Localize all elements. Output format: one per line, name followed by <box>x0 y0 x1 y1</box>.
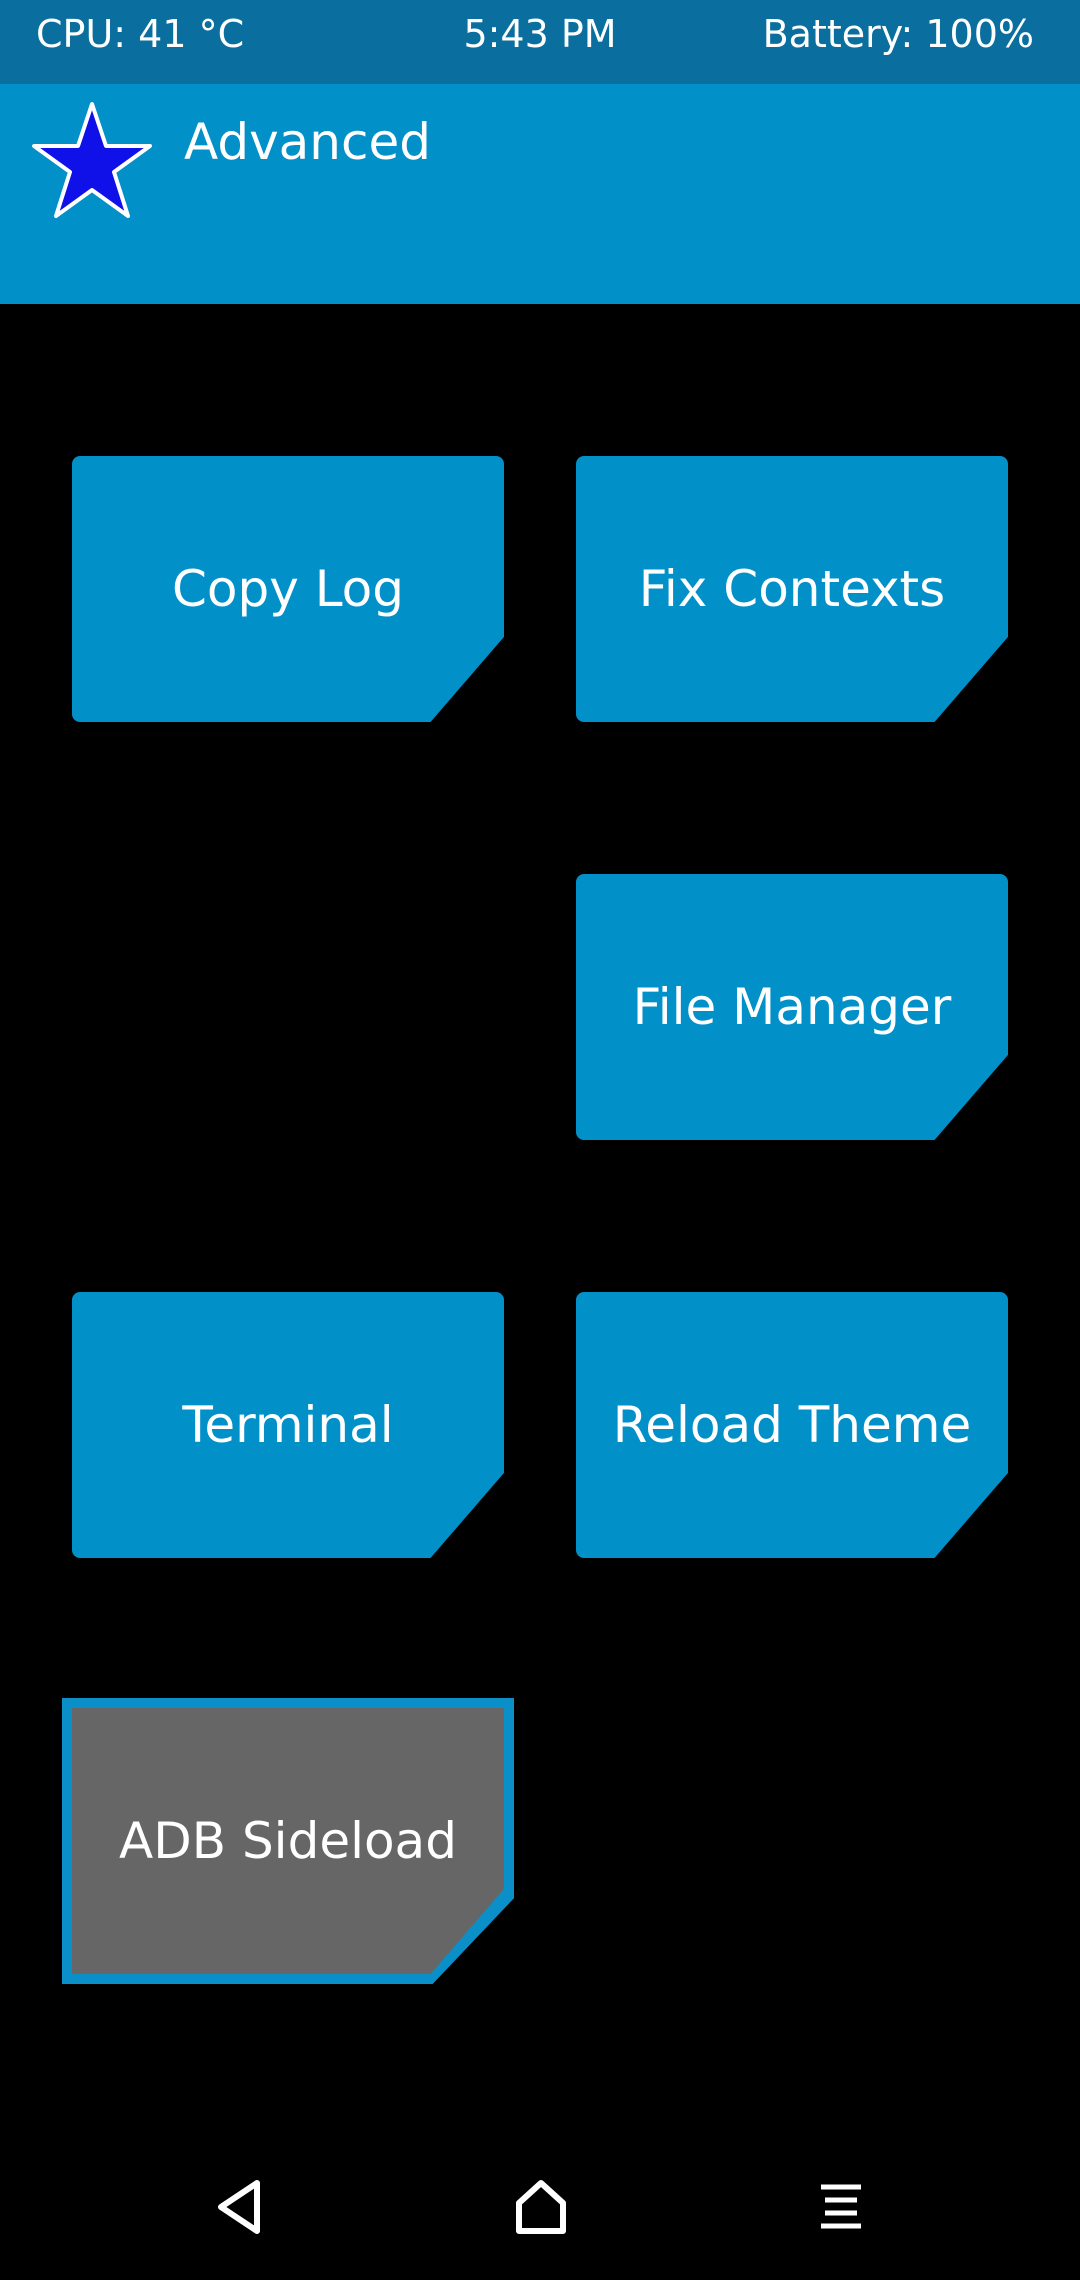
page-title: Advanced <box>184 113 431 171</box>
star-icon[interactable] <box>30 98 154 222</box>
page-header: Advanced <box>0 84 1080 304</box>
clock: 5:43 PM <box>463 12 617 56</box>
back-triangle-icon[interactable] <box>196 2162 286 2252</box>
home-icon[interactable] <box>496 2162 586 2252</box>
fix-contexts-button[interactable]: Fix Contexts <box>576 456 1008 722</box>
reload-theme-button[interactable]: Reload Theme <box>576 1292 1008 1558</box>
menu-lines-icon[interactable] <box>796 2162 886 2252</box>
navigation-bar <box>0 2130 1080 2280</box>
battery-status: Battery: 100% <box>762 12 1034 56</box>
copy-log-button[interactable]: Copy Log <box>72 456 504 722</box>
terminal-button[interactable]: Terminal <box>72 1292 504 1558</box>
adb-sideload-button[interactable]: ADB Sideload <box>72 1708 504 1974</box>
status-bar: CPU: 41 °C 5:43 PM Battery: 100% <box>0 0 1080 84</box>
cpu-temperature: CPU: 41 °C <box>36 12 245 56</box>
file-manager-button[interactable]: File Manager <box>576 874 1008 1140</box>
